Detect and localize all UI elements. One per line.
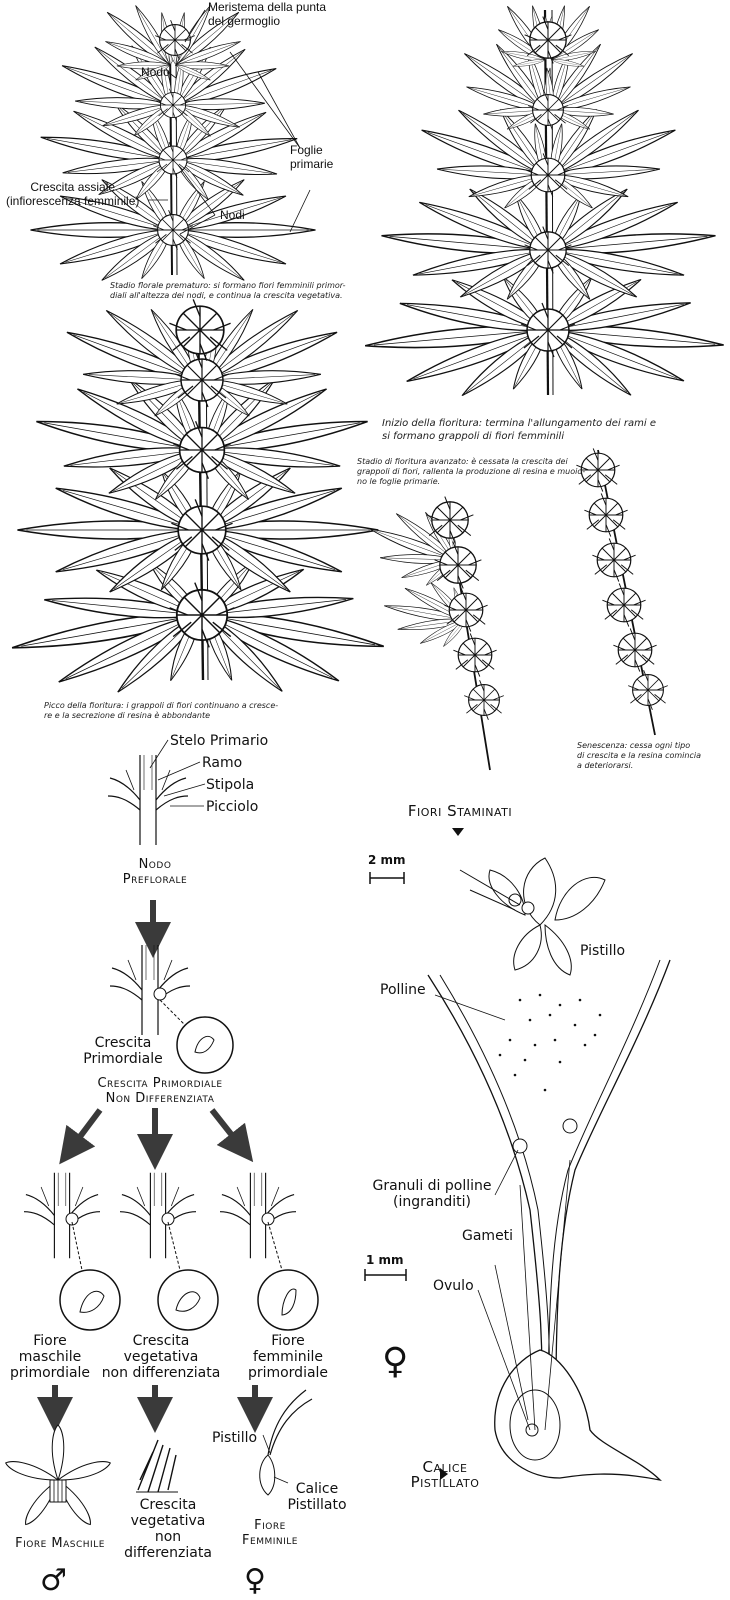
female-symbol-bottom: ♀ (244, 1563, 266, 1598)
label-fiore-maschile-primordiale: Fiore maschile primordiale (9, 1333, 91, 1381)
label-polline: Polline (380, 982, 426, 998)
label-fiori-staminati: Fiori Staminati (407, 802, 513, 820)
plant1-pointer-lines (148, 9, 311, 235)
label-veg-final: Crescita vegetativa non differenziata (124, 1497, 212, 1561)
label-granuli-polline: Granuli di polline (ingranditi) (372, 1178, 492, 1210)
plant-advanced-flowering (357, 494, 505, 771)
pointer-triangle (452, 828, 464, 836)
caption-premature: Stadio florale prematuro: si formano fio… (110, 281, 346, 300)
label-crescita-primordiale: Crescita Primordiale (83, 1035, 163, 1067)
label-ramo: Ramo (202, 755, 243, 771)
male-symbol: ♂ (40, 1563, 67, 1598)
label-calice-pistillato-bottom: Calice Pistillato (287, 1481, 347, 1513)
label-nodes: Nodi (220, 208, 245, 222)
plant-flowering-start (360, 0, 729, 408)
zoom-circle-primordial (159, 999, 234, 1074)
label-primary-leaves: Foglie primarie (290, 143, 334, 171)
caption-advanced: Stadio di fioritura avanzato: è cessata … (357, 457, 586, 486)
plant-peak-flowering (1, 282, 395, 713)
label-crescita-vegetativa: Crescita vegetativa non differenziata (101, 1333, 221, 1381)
label-scale-2mm: 2 mm (368, 853, 406, 867)
label-fiore-maschile: Fiore Maschile (15, 1536, 105, 1551)
label-fiore-femminile: Fiore Femminile (242, 1518, 298, 1548)
plant-senescence (575, 447, 669, 736)
pistil-drawing (427, 959, 671, 1482)
label-stipola: Stipola (206, 777, 255, 793)
label-crescita-non-differenziata: Crescita Primordiale Non Differenziata (97, 1076, 223, 1106)
node-pointer-lines (149, 739, 206, 807)
label-node: Nodo (141, 65, 170, 79)
label-calice-pistillato-right: Calice Pistillato (410, 1458, 480, 1491)
node-preflorale-icon (107, 754, 189, 846)
veg-final-drawing (136, 1439, 178, 1493)
zoom-circles-branches (59, 1221, 319, 1331)
pistil-pointers (477, 1149, 531, 1431)
pollen-particles (498, 993, 602, 1092)
caption-senescence: Senescenza: cessa ogni tipo di crescita … (577, 741, 701, 770)
node-male-icon (23, 1172, 101, 1259)
caption-start: Inizio della fioritura: termina l'allung… (382, 418, 656, 442)
caption-peak: Picco della fioritura: i grappoli di fio… (44, 701, 279, 720)
label-pistillo-right: Pistillo (580, 943, 626, 959)
female-symbol-right: ♀ (382, 1341, 409, 1382)
label-scale-1mm: 1 mm (366, 1253, 404, 1267)
label-stelo-primario: Stelo Primario (170, 733, 269, 749)
female-final-drawing (259, 1389, 313, 1496)
label-axial-growth: Crescita assiale (infiorescenza femminil… (6, 180, 140, 208)
label-gameti: Gameti (462, 1228, 514, 1244)
node-veg-icon (119, 1172, 197, 1259)
pointer-triangle-2 (440, 1468, 448, 1480)
staminate-flower-drawing (459, 857, 606, 976)
label-fiore-femminile-primordiale: Fiore femminile primordiale (247, 1333, 329, 1381)
node-female-icon (219, 1172, 297, 1259)
male-flower-drawing (5, 1424, 111, 1526)
scale-bar-1mm (364, 1269, 407, 1281)
arrow-right (209, 1108, 254, 1163)
node-primordial-icon (109, 944, 191, 1036)
label-meristem: Meristema della punta del germoglio (208, 0, 327, 28)
scale-bar-2mm (369, 872, 405, 884)
label-nodo-preflorale: Nodo Preflorale (122, 857, 188, 887)
label-pistillo-bottom: Pistillo (212, 1430, 258, 1446)
arrow-left (59, 1108, 103, 1165)
plant-premature-flowering (31, 0, 316, 284)
label-ovulo: Ovulo (433, 1278, 474, 1294)
polline-pointer (434, 994, 506, 1021)
label-picciolo: Picciolo (206, 799, 259, 815)
